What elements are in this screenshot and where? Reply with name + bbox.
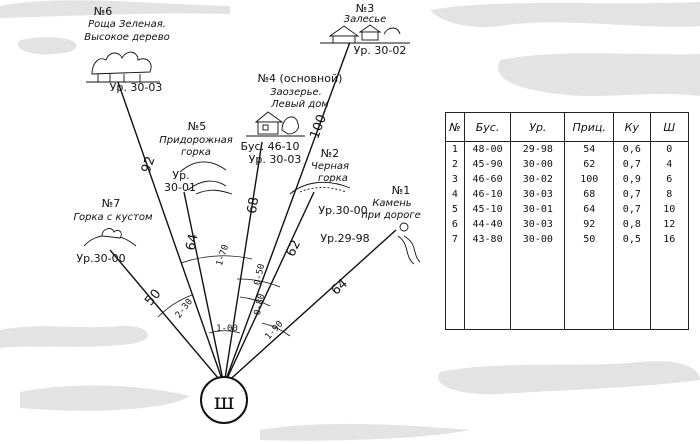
svg-text:№4 (основной): №4 (основной) bbox=[258, 72, 343, 85]
angle-1-00: 1-00 bbox=[216, 324, 238, 334]
hill-with-bush-icon bbox=[83, 228, 137, 247]
target-7-label: №7 Горка с кустом Ур.30-00 bbox=[73, 197, 152, 265]
angle-2-30: 2-30 bbox=[174, 297, 195, 320]
target-5-label: №5 Придорожная горка Ур. 30-01 bbox=[159, 120, 233, 194]
distance-4: 68 bbox=[245, 196, 262, 215]
svg-text:Черная: Черная bbox=[311, 161, 349, 172]
svg-text:Левый дом: Левый дом bbox=[270, 99, 329, 110]
svg-text:при дороге: при дороге bbox=[361, 210, 420, 221]
village-icon bbox=[320, 24, 410, 44]
distance-1: 64 bbox=[328, 276, 350, 298]
col-header-ku: Ку bbox=[613, 112, 651, 142]
black-hill-icon bbox=[289, 181, 351, 195]
sight-lines bbox=[109, 41, 397, 386]
observer-mark: ш bbox=[214, 390, 234, 415]
stone-icon bbox=[397, 222, 421, 265]
svg-text:№7: №7 bbox=[102, 197, 120, 210]
arc-1-90 bbox=[261, 322, 291, 337]
svg-text:Камень: Камень bbox=[372, 198, 411, 209]
svg-text:Заозерье.: Заозерье. bbox=[270, 87, 322, 98]
svg-text:Ур. 30-03: Ур. 30-03 bbox=[249, 153, 302, 166]
svg-text:№6: №6 bbox=[94, 5, 112, 18]
table-empty-space bbox=[445, 247, 690, 330]
svg-text:Бус. 46-10: Бус. 46-10 bbox=[240, 140, 299, 153]
table-header-row: № Бус. Ур. Приц. Ку Ш bbox=[445, 112, 690, 142]
svg-text:№5: №5 bbox=[188, 120, 206, 133]
angle-arcs bbox=[157, 255, 291, 337]
svg-text:Высокое дерево: Высокое дерево bbox=[84, 32, 169, 43]
svg-text:Ур.: Ур. bbox=[172, 169, 189, 182]
svg-text:Ур. 30-03: Ур. 30-03 bbox=[110, 81, 163, 94]
angle-labels: 1-70 0-50 2-30 0-80 1-00 1-90 bbox=[174, 244, 286, 343]
svg-text:горка: горка bbox=[181, 147, 211, 158]
ray-target-4 bbox=[223, 141, 263, 386]
svg-text:Ур. 30-02: Ур. 30-02 bbox=[354, 44, 407, 57]
arc-1-00 bbox=[208, 330, 241, 334]
ray-target-3 bbox=[223, 41, 351, 386]
arc-1-70 bbox=[180, 255, 253, 264]
svg-text:№1: №1 bbox=[392, 184, 410, 197]
ray-target-7 bbox=[109, 249, 225, 386]
svg-text:Роща Зеленая.: Роща Зеленая. bbox=[88, 19, 166, 30]
angle-1-70: 1-70 bbox=[215, 244, 231, 268]
angle-0-80: 0-80 bbox=[253, 293, 267, 316]
svg-text:Залесье: Залесье bbox=[344, 14, 387, 25]
observer: ш bbox=[200, 376, 248, 424]
svg-text:№2: №2 bbox=[321, 147, 339, 160]
ray-target-6 bbox=[117, 81, 225, 386]
svg-text:№3: №3 bbox=[356, 2, 374, 15]
distance-3: 100 bbox=[307, 113, 330, 141]
grove-icon bbox=[86, 51, 160, 83]
arc-0-50 bbox=[236, 278, 281, 288]
ray-target-1 bbox=[223, 229, 397, 386]
arc-2-30 bbox=[157, 294, 193, 318]
distance-6: 92 bbox=[139, 154, 159, 175]
target-2-label: №2 Черная горка Ур.30-00 bbox=[311, 147, 368, 217]
svg-text:30-01: 30-01 bbox=[164, 181, 196, 194]
svg-text:Горка с кустом: Горка с кустом bbox=[73, 212, 152, 223]
house-icon bbox=[246, 111, 305, 137]
distance-2: 62 bbox=[284, 238, 305, 259]
distance-7: 50 bbox=[142, 287, 164, 309]
svg-text:Придорожная: Придорожная bbox=[159, 135, 233, 146]
arc-0-80 bbox=[239, 296, 271, 307]
ray-target-5 bbox=[183, 191, 225, 386]
target-4-label: №4 (основной) Заозерье. Левый дом Бус. 4… bbox=[240, 72, 342, 166]
col-header-number: № bbox=[445, 112, 465, 142]
svg-text:Ур.30-00: Ур.30-00 bbox=[318, 204, 367, 217]
col-header-sh: Ш bbox=[649, 112, 690, 142]
svg-text:Ур.29-98: Ур.29-98 bbox=[320, 232, 369, 245]
angle-0-50: 0-50 bbox=[253, 263, 267, 286]
roadside-hill-icon bbox=[179, 161, 233, 195]
target-3-label: №3 Залесье Ур. 30-02 bbox=[344, 2, 407, 57]
svg-text:Ур.30-00: Ур.30-00 bbox=[76, 252, 125, 265]
distance-5: 64 bbox=[184, 233, 202, 252]
target-1-label: №1 Камень при дороге Ур.29-98 bbox=[320, 184, 420, 245]
col-header-sight: Приц. bbox=[564, 112, 615, 142]
ray-target-2 bbox=[223, 191, 315, 386]
col-header-bearing: Бус. bbox=[463, 112, 512, 142]
target-6-label: №6 Роща Зеленая. Высокое дерево Ур. 30-0… bbox=[84, 5, 169, 94]
col-header-level: Ур. bbox=[510, 112, 566, 142]
svg-text:горка: горка bbox=[318, 173, 348, 184]
